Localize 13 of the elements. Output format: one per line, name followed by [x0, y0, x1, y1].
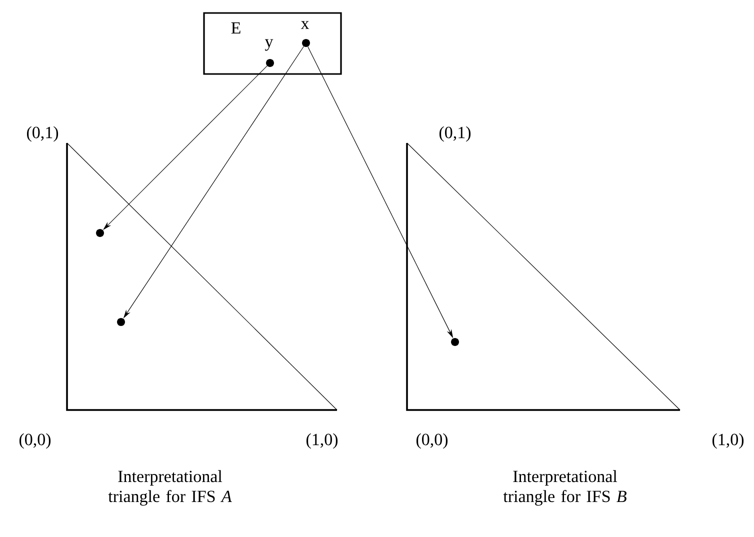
point-dot	[96, 228, 104, 237]
point-label: y	[264, 39, 274, 51]
point-dot	[451, 338, 459, 346]
corner-label: (0,1)	[439, 126, 471, 142]
corner-label: (0,0)	[416, 433, 448, 449]
corner-label: (1,0)	[306, 433, 338, 449]
corner-label: (0,0)	[19, 433, 51, 449]
point-dot	[117, 318, 125, 326]
corner-label: (1,0)	[712, 433, 744, 449]
triangle-label: Interpretational triangle for IFS A	[108, 470, 232, 506]
corner-label: (0,1)	[27, 126, 58, 142]
point-label: x	[300, 21, 310, 29]
triangle-label: Interpretational triangle for IFS B	[503, 470, 626, 506]
